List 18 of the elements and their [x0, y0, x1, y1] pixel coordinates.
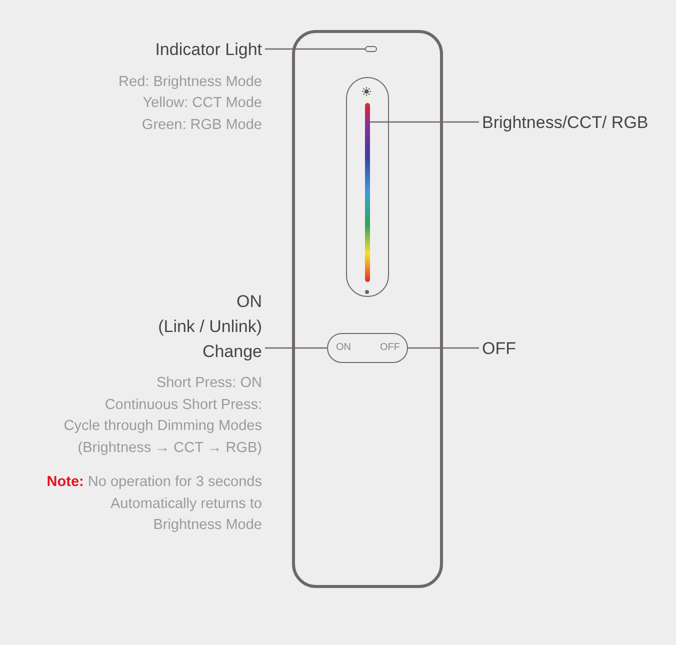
callout-text: Red: Brightness Mode Yellow: CCT Mode Green: RGB Mode [118, 72, 262, 134]
leader-line [265, 48, 365, 50]
leader-line [265, 347, 327, 349]
note-text: Note: No operation for 3 seconds Automatically returns to Brightness Mode [46, 473, 262, 535]
remote-body [292, 30, 443, 588]
leader-line [408, 347, 479, 349]
callout-text: Short Press: ON Continuous Short Press: Cycle through Dimming Modes (Brightness → CCT → RGB) [64, 374, 262, 458]
callout-title: ON (Link / Unlink) Change [158, 290, 262, 362]
touch-slider [346, 77, 389, 297]
rocker-switch [327, 333, 408, 363]
key-label: OFF [380, 342, 400, 354]
callout-title: Indicator Light [155, 38, 262, 60]
key-label: ON [336, 342, 351, 354]
leader-line [370, 121, 479, 123]
indicator-led [365, 46, 377, 52]
callout-title: Brightness/CCT/ RGB [482, 110, 648, 134]
gradient-strip [364, 102, 370, 282]
callout-title: OFF [482, 336, 516, 360]
